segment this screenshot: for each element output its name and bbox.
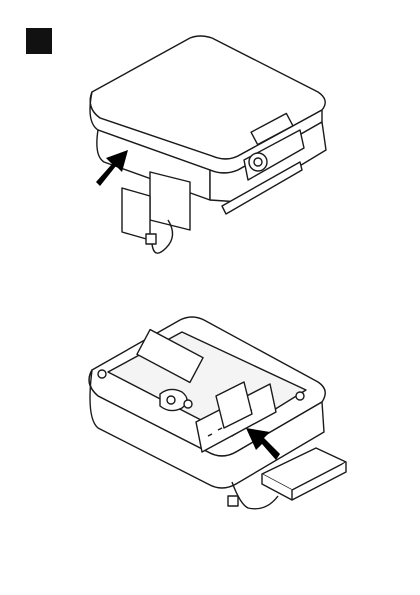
figure-closed-housing <box>0 30 420 260</box>
open-housing-illustration <box>0 312 420 527</box>
cable-plug <box>146 234 156 244</box>
cable-plug <box>228 496 238 506</box>
mount-bracket <box>150 172 190 230</box>
figure-open-housing <box>0 312 420 527</box>
closed-housing-illustration <box>0 30 420 260</box>
